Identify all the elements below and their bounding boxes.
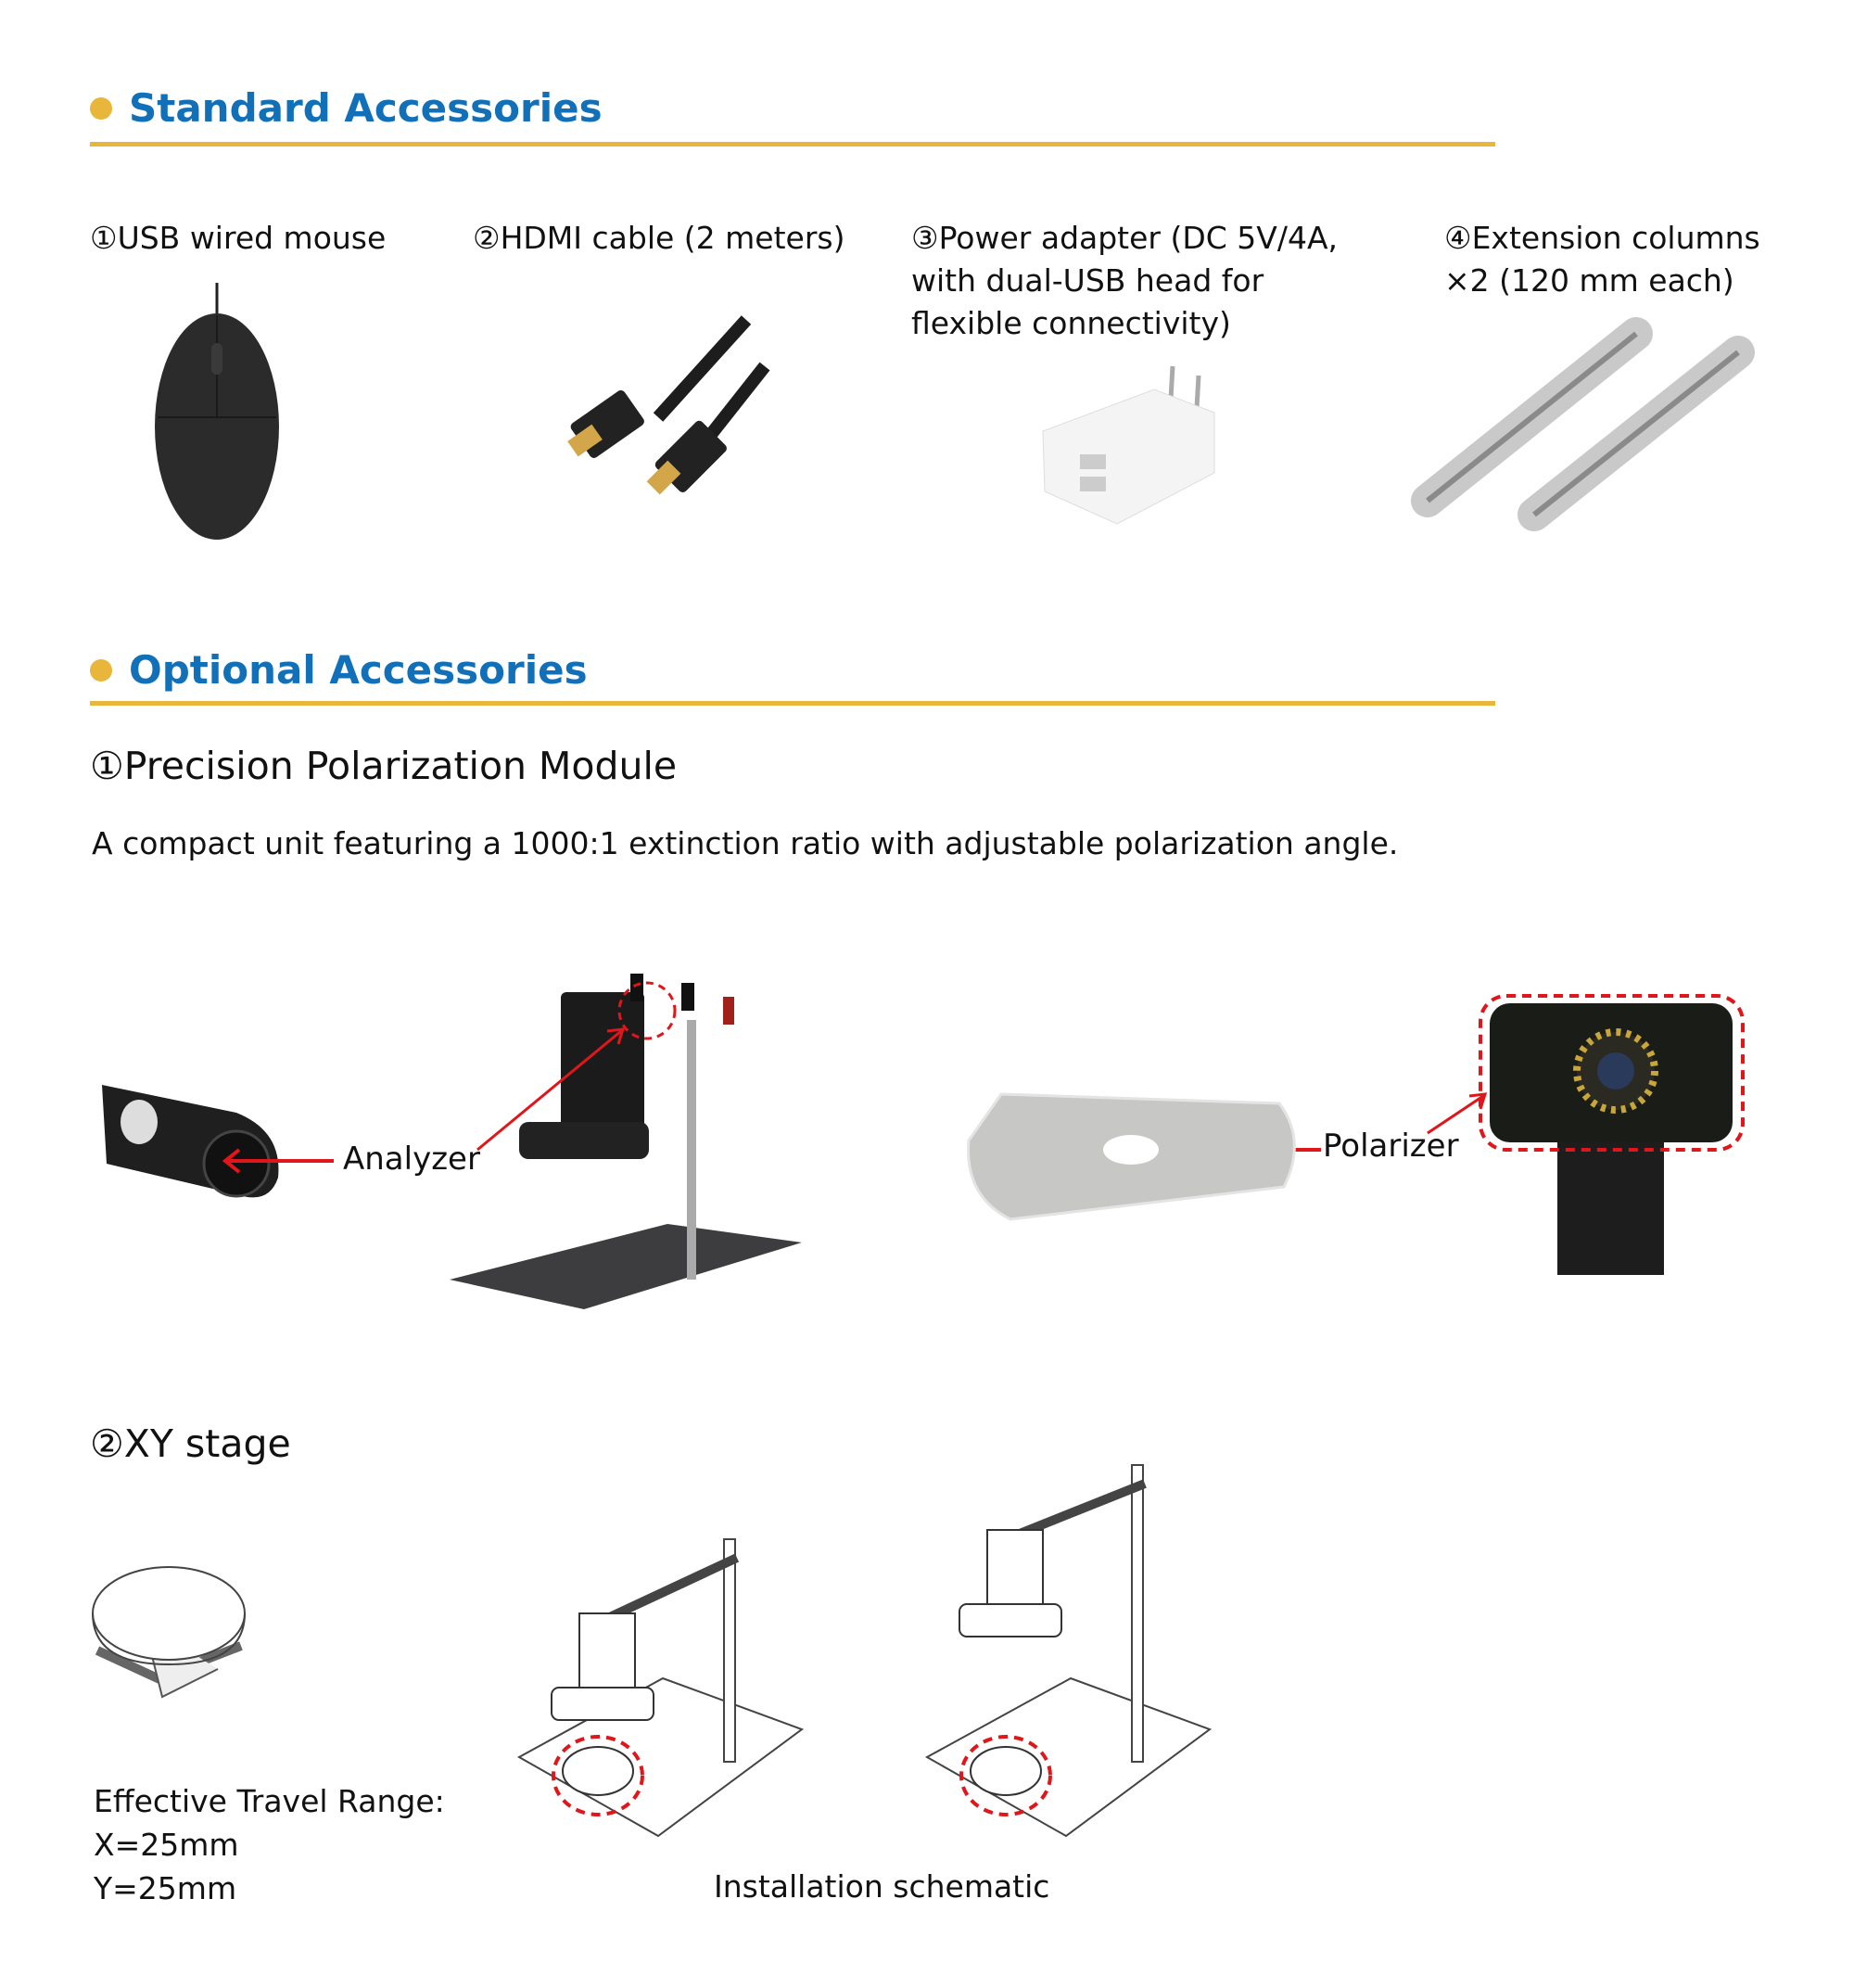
divider bbox=[90, 142, 1495, 147]
item-label-columns: ④Extension columns ×2 (120 mm each) bbox=[1444, 220, 1760, 299]
installation-schematic-caption: Installation schematic bbox=[714, 1868, 1050, 1905]
mouse-image bbox=[155, 283, 279, 540]
item-label-hdmi: ②HDMI cable (2 meters) bbox=[473, 220, 845, 256]
polarization-description: A compact unit featuring a 1000:1 extinc… bbox=[92, 825, 1399, 861]
installation-schematic-2 bbox=[924, 1464, 1213, 1838]
divider bbox=[90, 701, 1495, 706]
hdmi-cable-image bbox=[567, 315, 770, 495]
extension-columns-image bbox=[1411, 317, 1755, 531]
section-title: Optional Accessories bbox=[129, 647, 588, 693]
optional-accessories-heading: Optional Accessories bbox=[90, 647, 588, 693]
item-label-power: ③Power adapter (DC 5V/4A, with dual-USB … bbox=[911, 220, 1339, 341]
travel-range-title: Effective Travel Range: bbox=[94, 1783, 445, 1819]
travel-range-x: X=25mm bbox=[94, 1827, 239, 1863]
standard-accessories-heading: Standard Accessories bbox=[90, 85, 603, 131]
bullet-icon bbox=[90, 96, 112, 120]
analyzer-label: Analyzer bbox=[343, 1141, 480, 1178]
item-label-mouse: ①USB wired mouse bbox=[90, 220, 387, 256]
installation-schematic-1 bbox=[516, 1538, 805, 1838]
polarizer-label: Polarizer bbox=[1323, 1128, 1459, 1165]
xy-stage-title: ②XY stage bbox=[90, 1421, 291, 1466]
polarization-module-title: ①Precision Polarization Module bbox=[90, 744, 678, 788]
travel-range-y: Y=25mm bbox=[94, 1870, 237, 1906]
power-adapter-image bbox=[1042, 365, 1215, 525]
polarizer-plate-image bbox=[967, 1092, 1296, 1221]
camera-module-image bbox=[1479, 994, 1745, 1275]
xy-stage-image bbox=[92, 1566, 246, 1699]
section-title: Standard Accessories bbox=[129, 85, 603, 131]
microscope-stand-image bbox=[450, 974, 802, 1309]
bullet-icon bbox=[90, 658, 112, 682]
